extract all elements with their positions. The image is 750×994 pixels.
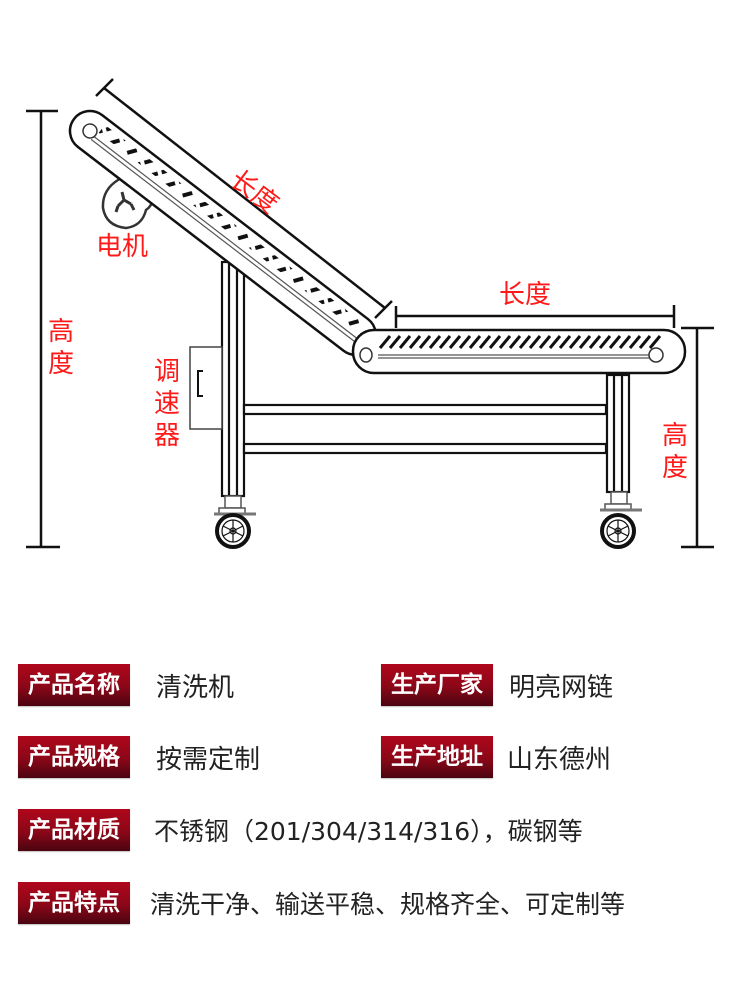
spec-row-product-name: 产品名称 清洗机 xyxy=(18,663,234,707)
flat-belt xyxy=(351,328,687,375)
spec-badge: 产品名称 xyxy=(18,664,130,706)
spec-row-manufacturer: 生产厂家 明亮网链 xyxy=(381,663,613,707)
spec-value: 不锈钢（201/304/314/316），碳钢等 xyxy=(154,817,583,846)
speed-controller-label: 调速器 xyxy=(153,357,180,451)
right-leg xyxy=(600,373,642,512)
spec-value: 明亮网链 xyxy=(509,672,614,703)
left-wheel xyxy=(215,513,251,549)
motor-label: 电机 xyxy=(96,232,149,262)
right-wheel xyxy=(600,513,636,549)
spec-row-address: 生产地址 山东德州 xyxy=(381,735,611,779)
frame-crossbars xyxy=(242,403,608,455)
spec-row-material: 产品材质 不锈钢（201/304/314/316），碳钢等 xyxy=(18,808,583,852)
incline-length-dimension xyxy=(95,78,393,319)
spec-badge: 产品特点 xyxy=(18,882,130,924)
spec-value: 清洗机 xyxy=(156,672,235,703)
flat-length-dimension xyxy=(394,305,676,328)
spec-value: 按需定制 xyxy=(156,744,261,775)
spec-row-features: 产品特点 清洗干净、输送平稳、规格齐全、可定制等 xyxy=(18,881,625,925)
flat-length-label: 长度 xyxy=(499,280,552,310)
total-height-label: 高度 xyxy=(47,317,74,379)
spec-badge: 产品规格 xyxy=(18,736,130,778)
spec-value: 清洗干净、输送平稳、规格齐全、可定制等 xyxy=(150,890,626,919)
total-height-dimension xyxy=(26,109,60,549)
speed-controller-box xyxy=(189,346,223,430)
conveyor-diagram xyxy=(26,78,714,549)
incline-belt xyxy=(68,109,378,357)
spec-badge: 生产地址 xyxy=(381,736,493,778)
flat-height-label: 高度 xyxy=(661,421,688,483)
spec-row-specification: 产品规格 按需定制 xyxy=(18,735,260,779)
motor-icon xyxy=(101,174,154,230)
spec-badge: 产品材质 xyxy=(18,809,130,851)
flat-height-dimension xyxy=(681,326,714,549)
spec-badge: 生产厂家 xyxy=(381,664,493,706)
spec-value: 山东德州 xyxy=(507,744,612,775)
